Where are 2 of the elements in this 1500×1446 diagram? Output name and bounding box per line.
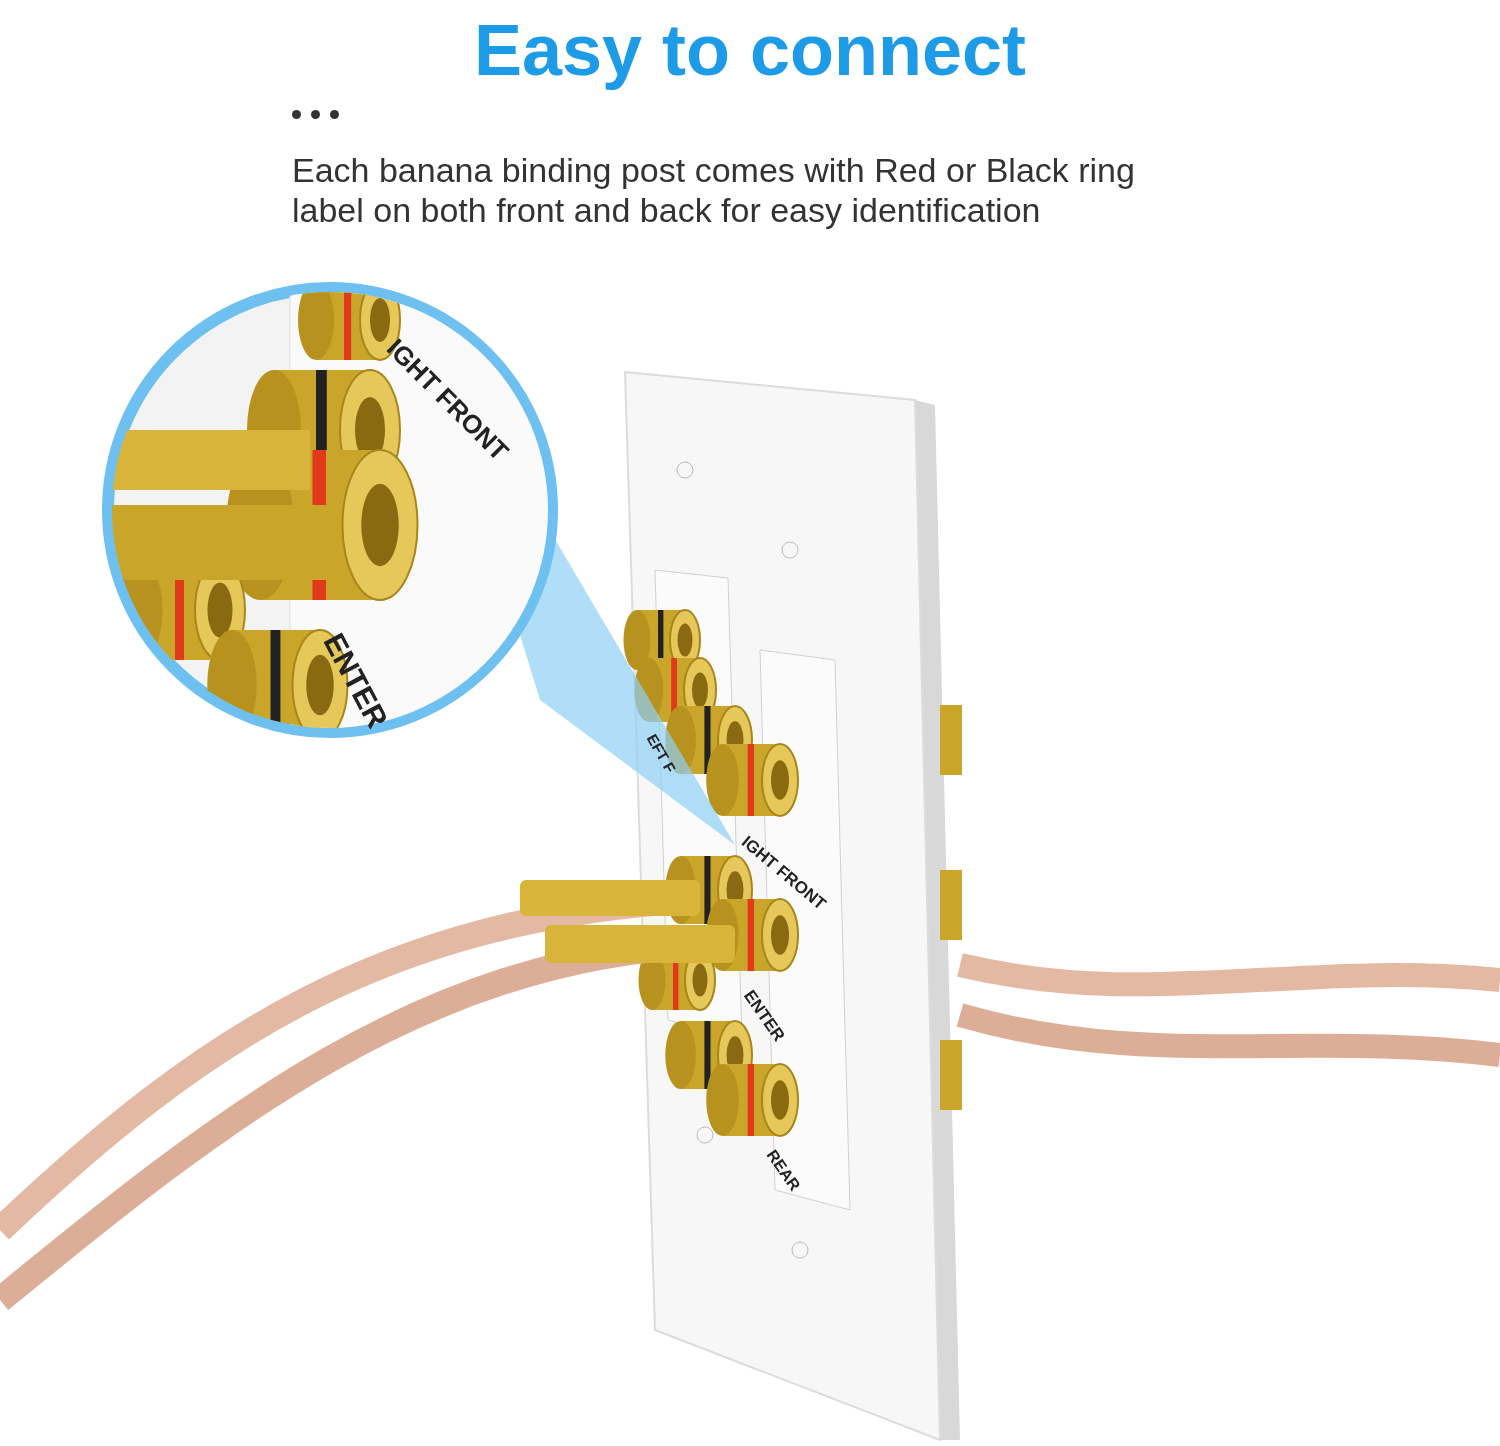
title: Easy to connect bbox=[472, 9, 1028, 92]
description-text: Each banana binding post comes with Red or Black ring label on both front and back for easy identification bbox=[292, 150, 1136, 230]
